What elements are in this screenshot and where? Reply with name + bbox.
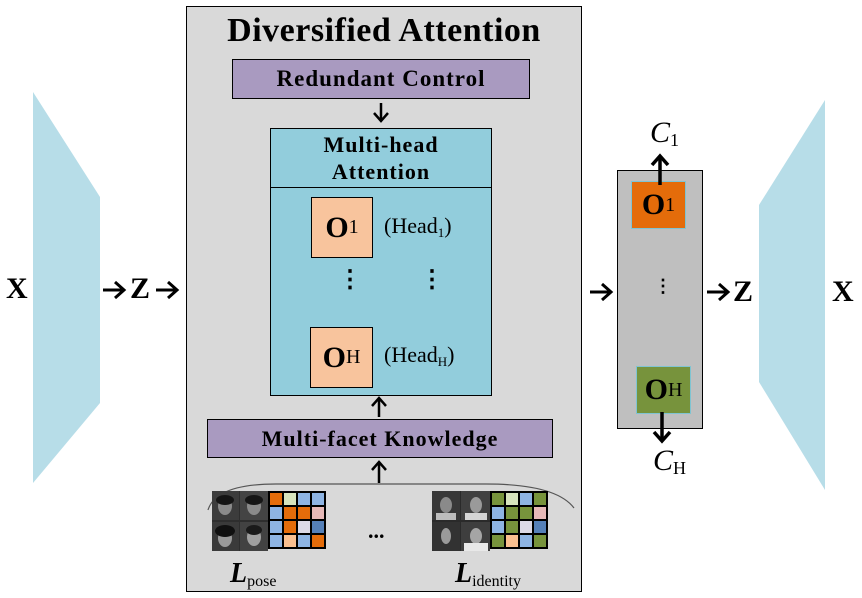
matrix-cell xyxy=(297,506,311,520)
matrix-cell xyxy=(519,492,533,506)
o-subscript: 1 xyxy=(348,216,359,238)
arrow-right-icon xyxy=(156,280,180,300)
pose-relation-matrix xyxy=(268,491,326,549)
pose-knowledge-label: Lpose xyxy=(230,558,276,591)
encoder-shape xyxy=(33,92,100,483)
o-subscript: 1 xyxy=(665,193,676,216)
face-photo-grid xyxy=(212,491,268,551)
matrix-cell xyxy=(519,534,533,548)
matrix-cell xyxy=(491,534,505,548)
arrow-up-icon xyxy=(371,396,387,417)
matrix-cell xyxy=(311,520,325,534)
input-x-label: X xyxy=(6,272,28,305)
multi-head-attention-title: Multi-head Attention xyxy=(270,128,492,188)
panel-title: Diversified Attention xyxy=(227,12,541,49)
head-close: ) xyxy=(444,213,452,238)
matrix-cell xyxy=(491,492,505,506)
head-text: (Head xyxy=(384,342,438,367)
arrow-right-icon xyxy=(590,282,614,302)
pose-face-images xyxy=(212,491,268,551)
matrix-cell xyxy=(297,534,311,548)
matrix-cell xyxy=(505,506,519,520)
face-photo-grid xyxy=(432,491,490,551)
c-subscript: 1 xyxy=(670,130,680,150)
outputs-ellipsis: ⋮ xyxy=(654,276,672,296)
mha-title-line2: Attention xyxy=(331,158,431,184)
latent-z-label: Z xyxy=(130,272,151,305)
l-subscript: pose xyxy=(247,573,277,590)
matrix-cell xyxy=(491,520,505,534)
matrix-cell xyxy=(311,534,325,548)
head-h-label: (HeadH) xyxy=(384,342,454,370)
identity-relation-matrix xyxy=(490,491,548,549)
knowledge-ellipsis: ... xyxy=(368,518,385,543)
arrow-right-icon xyxy=(103,280,127,300)
c1-label: C1 xyxy=(650,116,679,151)
matrix-cell xyxy=(283,506,297,520)
matrix-cell xyxy=(505,534,519,548)
c-symbol: C xyxy=(653,444,674,477)
matrix-cell xyxy=(283,520,297,534)
matrix-cell xyxy=(533,506,547,520)
ch-label: CH xyxy=(653,444,686,479)
matrix-cell xyxy=(533,534,547,548)
matrix-cell xyxy=(269,492,283,506)
decoder-shape xyxy=(759,100,825,490)
mha-title-line1: Multi-head xyxy=(323,131,439,157)
heads-ellipsis-right: ⋮ xyxy=(420,267,444,293)
output-z-label: Z xyxy=(733,275,754,308)
output-x-label: X xyxy=(832,275,854,308)
matrix-cell xyxy=(269,506,283,520)
o-symbol: O xyxy=(641,188,666,221)
l-subscript: identity xyxy=(472,573,521,590)
redundant-control-box: Redundant Control xyxy=(232,59,530,99)
o-symbol: O xyxy=(322,340,346,374)
identity-face-images xyxy=(432,491,490,551)
matrix-cell xyxy=(519,506,533,520)
matrix-cell xyxy=(505,492,519,506)
redundant-control-label: Redundant Control xyxy=(276,66,486,91)
arrow-down-icon xyxy=(373,103,389,123)
multi-facet-knowledge-box: Multi-facet Knowledge xyxy=(207,419,553,458)
matrix-cell xyxy=(505,520,519,534)
head-subscript: 1 xyxy=(437,225,445,240)
matrix-cell xyxy=(533,492,547,506)
matrix-cell xyxy=(283,534,297,548)
identity-knowledge-label: Lidentity xyxy=(455,558,521,591)
l-symbol: L xyxy=(230,558,248,589)
head-1-label: (Head1) xyxy=(384,213,452,241)
arrow-down-icon xyxy=(652,412,672,444)
arrow-up-icon xyxy=(371,460,387,483)
matrix-cell xyxy=(311,506,325,520)
head-close: ) xyxy=(447,342,455,367)
multi-facet-knowledge-label: Multi-facet Knowledge xyxy=(261,425,499,451)
multi-head-attention-box xyxy=(270,128,492,396)
arrow-right-icon xyxy=(707,282,731,302)
matrix-cell xyxy=(269,534,283,548)
o-symbol: O xyxy=(325,210,349,244)
matrix-cell xyxy=(491,506,505,520)
matrix-cell xyxy=(533,520,547,534)
matrix-cell xyxy=(519,520,533,534)
matrix-cell xyxy=(283,492,297,506)
c-symbol: C xyxy=(650,116,671,149)
matrix-cell xyxy=(297,492,311,506)
head-text: (Head xyxy=(384,213,438,238)
heads-ellipsis-left: ⋮ xyxy=(338,267,362,293)
head-subscript: H xyxy=(437,354,448,369)
o-symbol: O xyxy=(644,373,668,406)
o-subscript: H xyxy=(345,346,361,368)
matrix-cell xyxy=(311,492,325,506)
matrix-cell xyxy=(269,520,283,534)
o-subscript: H xyxy=(667,378,683,401)
arrow-up-icon xyxy=(650,153,670,185)
c-subscript: H xyxy=(673,458,687,478)
l-symbol: L xyxy=(455,558,473,589)
matrix-cell xyxy=(297,520,311,534)
